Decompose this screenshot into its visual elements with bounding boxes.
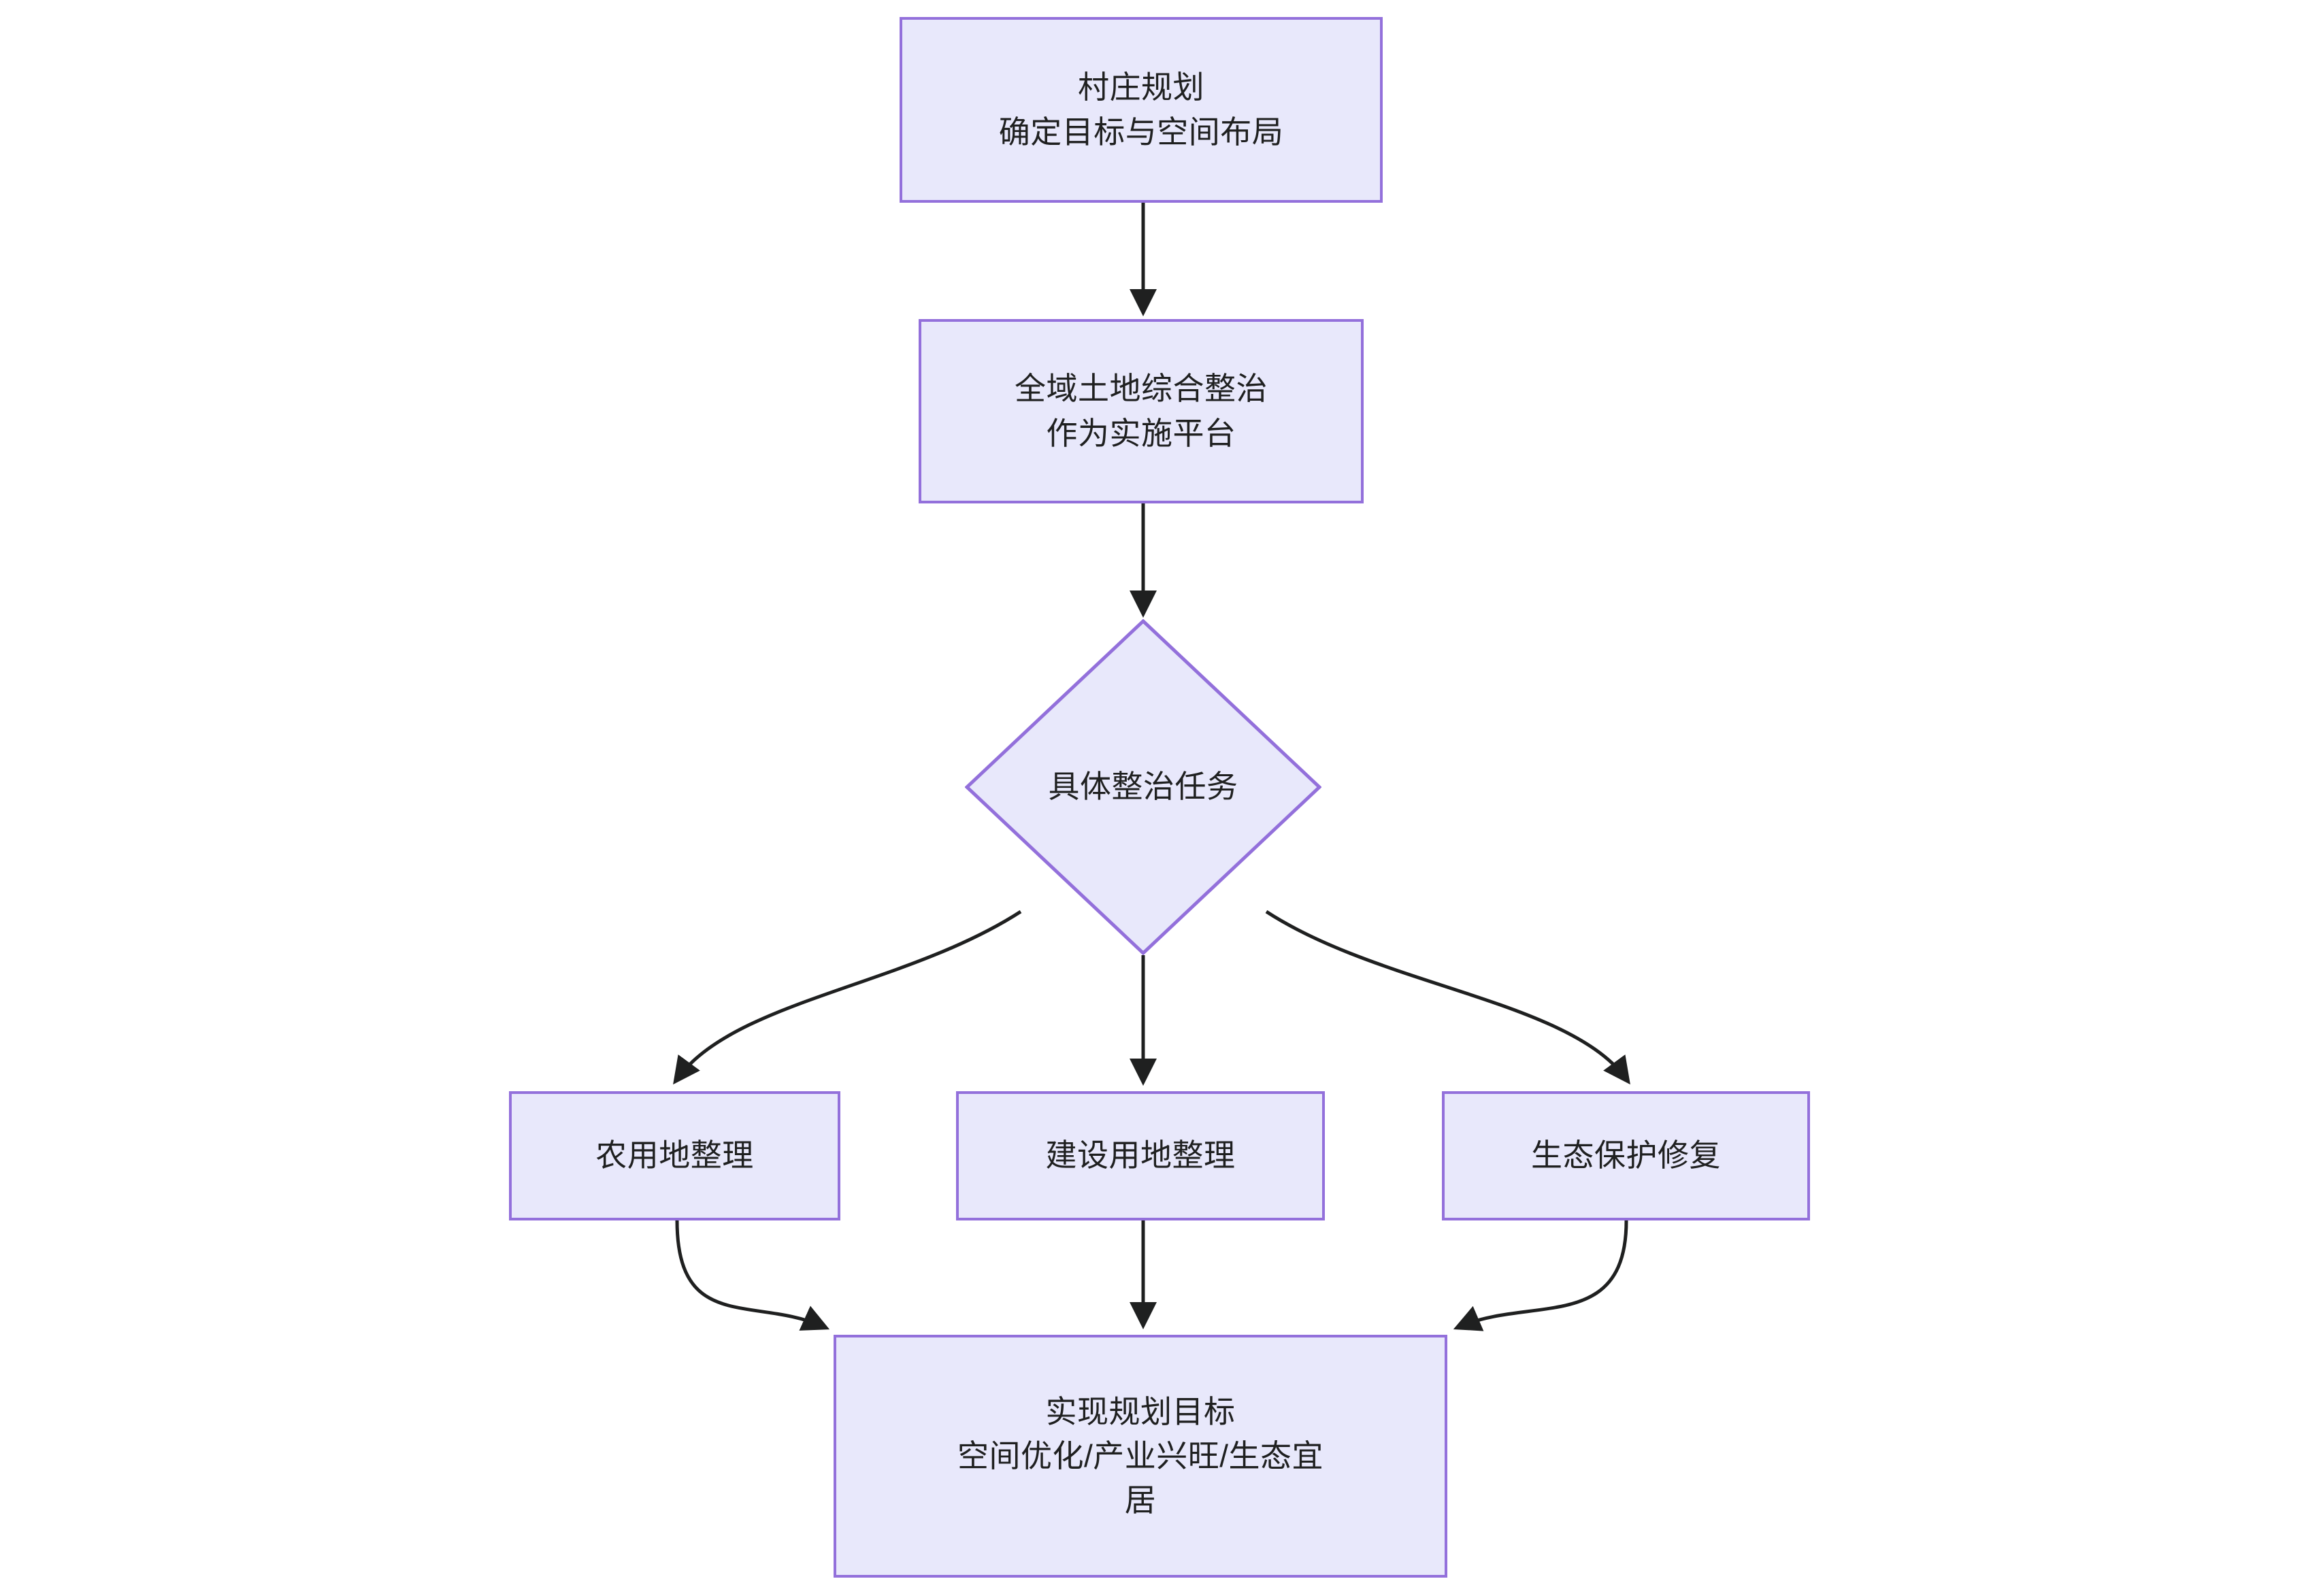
- node-planning-goal-achieved[interactable]: 实现规划目标 空间优化/产业兴旺/生态宜 居: [834, 1335, 1447, 1578]
- node-construction-land-consolidation[interactable]: 建设用地整理: [956, 1091, 1325, 1220]
- node-farmland-label: 农用地整理: [595, 1137, 754, 1174]
- edge-farmland-to-goal: [675, 1220, 830, 1331]
- diamond-shape: [965, 619, 1321, 955]
- node-platform-label: 全域土地综合整治 作为实施平台: [1015, 371, 1268, 451]
- node-goal-label: 实现规划目标 空间优化/产业兴旺/生态宜 居: [957, 1393, 1324, 1518]
- node-land-consolidation-platform[interactable]: 全域土地综合整治 作为实施平台: [919, 319, 1364, 503]
- node-construction-label: 建设用地整理: [1045, 1137, 1236, 1174]
- node-farmland-consolidation[interactable]: 农用地整理: [509, 1091, 840, 1220]
- node-ecology-label: 生态保护修复: [1531, 1137, 1721, 1174]
- edge-ecology-to-goal: [1453, 1220, 1628, 1331]
- node-village-planning[interactable]: 村庄规划 确定目标与空间布局: [900, 17, 1383, 203]
- node-ecological-restoration[interactable]: 生态保护修复: [1442, 1091, 1810, 1220]
- node-task-label: 具体整治任务: [1048, 769, 1238, 805]
- node-plan-label: 村庄规划 确定目标与空间布局: [998, 69, 1284, 150]
- node-specific-tasks-decision[interactable]: 具体整治任务: [965, 619, 1321, 955]
